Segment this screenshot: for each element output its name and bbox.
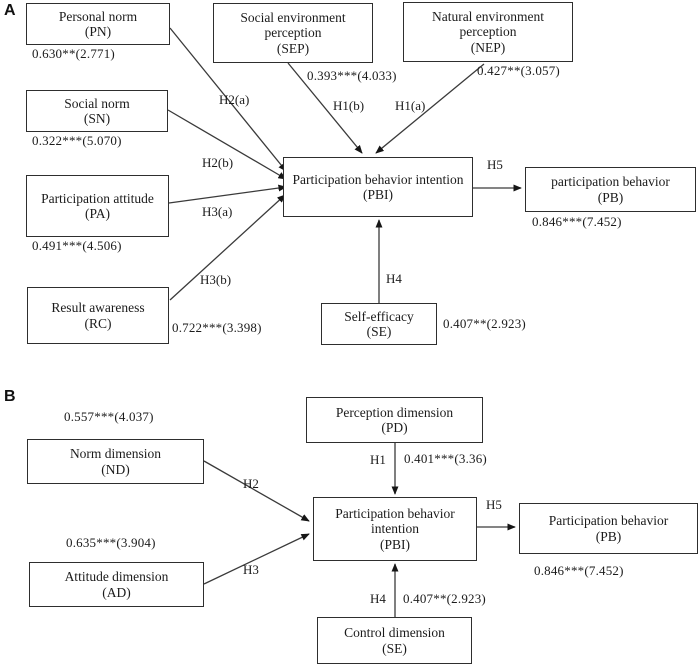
node-title: Natural environment perception: [431, 8, 545, 40]
coefficient-c-ad: 0.635***(3.904): [66, 535, 156, 550]
hypothesis-h4: H4: [370, 591, 386, 606]
node-abbr: (AD): [102, 584, 131, 600]
node-title: Participation behavior intention: [335, 505, 455, 537]
path-arrow: [167, 109, 287, 180]
node-title: Control dimension: [344, 625, 445, 641]
node-title: Self-efficacy: [344, 308, 414, 324]
node-pbiB: Participation behavior intention(PBI): [313, 497, 477, 561]
coefficient-c-pbB: 0.846***(7.452): [534, 563, 624, 578]
panel-label-b: B: [4, 388, 16, 405]
node-abbr: (PA): [84, 206, 110, 221]
node-title: Social norm: [64, 95, 130, 111]
hypothesis-h3b: H3(b): [200, 272, 232, 287]
hypothesis-h5B: H5: [486, 497, 502, 512]
coefficient-c-cd: 0.407**(2.923): [403, 591, 486, 606]
hypothesis-h1: H1: [370, 452, 386, 467]
node-nep: Natural environment perception(NEP): [403, 2, 573, 62]
coefficient-c-nep: 0.427**(3.057): [477, 63, 560, 78]
node-pbiA: Participation behavior intention(PBI): [283, 157, 473, 217]
coefficient-c-pbA: 0.846***(7.452): [532, 214, 622, 229]
coefficient-c-pd: 0.401***(3.36): [404, 451, 487, 466]
node-abbr: (SEP): [276, 40, 310, 56]
coefficient-c-pa: 0.491***(4.506): [32, 238, 122, 253]
coefficient-c-rc: 0.722***(3.398): [172, 320, 262, 335]
hypothesis-h1a: H1(a): [395, 98, 426, 113]
node-sn: Social norm(SN): [26, 90, 168, 132]
hypothesis-h3: H3: [243, 562, 259, 577]
path-arrow: [169, 27, 287, 172]
hypothesis-h2a: H2(a): [219, 92, 250, 107]
node-pd: Perception dimension(PD): [306, 397, 483, 443]
node-abbr: (PBI): [380, 536, 410, 552]
path-arrow: [287, 62, 363, 154]
path-arrow: [168, 184, 287, 204]
node-nd: Norm dimension(ND): [27, 439, 204, 484]
hypothesis-h3a: H3(a): [202, 204, 233, 219]
hypothesis-h4A: H4: [386, 271, 402, 286]
node-abbr: (NEP): [470, 39, 506, 55]
node-title: participation behavior: [551, 174, 670, 190]
coefficient-c-pn: 0.630**(2.771): [32, 46, 115, 61]
node-abbr: (PB): [597, 189, 624, 205]
node-title: Participation behavior: [548, 513, 669, 529]
node-title: Social environment perception: [240, 9, 346, 41]
hypothesis-h2b: H2(b): [202, 155, 234, 170]
coefficient-c-sn: 0.322***(5.070): [32, 133, 122, 148]
hypothesis-h1b: H1(b): [333, 98, 365, 113]
node-abbr: (SN): [83, 111, 111, 126]
node-title: Participation behavior intention: [292, 171, 464, 187]
path-arrow: [203, 460, 310, 522]
node-title: Participation attitude: [41, 190, 154, 206]
coefficient-c-nd: 0.557***(4.037): [64, 409, 154, 424]
hypothesis-h5A: H5: [487, 157, 503, 172]
node-abbr: (PN): [84, 24, 112, 39]
coefficient-c-seA: 0.407**(2.923): [443, 316, 526, 331]
node-title: Personal norm: [58, 8, 138, 24]
node-abbr: (SE): [366, 324, 392, 339]
hypothesis-h2: H2: [243, 476, 259, 491]
node-abbr: (PBI): [363, 187, 393, 202]
node-title: Attitude dimension: [64, 569, 169, 585]
node-title: Perception dimension: [335, 404, 454, 420]
node-title: Norm dimension: [69, 446, 162, 462]
node-pbA: participation behavior(PB): [525, 167, 696, 212]
node-abbr: (SE): [382, 640, 407, 656]
node-pa: Participation attitude(PA): [26, 175, 169, 237]
node-abbr: (PD): [381, 420, 408, 435]
node-seA: Self-efficacy(SE): [321, 303, 437, 345]
path-arrow: [203, 533, 310, 585]
node-cd: Control dimension(SE): [317, 617, 472, 664]
node-pbB: Participation behavior(PB): [519, 503, 698, 554]
node-rc: Result awareness(RC): [27, 287, 169, 344]
node-abbr: (RC): [84, 315, 112, 331]
path-arrow: [169, 194, 286, 301]
node-pn: Personal norm(PN): [26, 3, 170, 45]
panel-label-a: A: [4, 2, 16, 19]
coefficient-c-sep: 0.393***(4.033): [307, 68, 397, 83]
node-abbr: (PB): [595, 528, 622, 544]
node-title: Result awareness: [51, 300, 145, 316]
node-sep: Social environment perception(SEP): [213, 3, 373, 63]
path-arrow: [375, 63, 485, 154]
node-abbr: (ND): [101, 461, 130, 477]
node-ad: Attitude dimension(AD): [29, 562, 204, 607]
